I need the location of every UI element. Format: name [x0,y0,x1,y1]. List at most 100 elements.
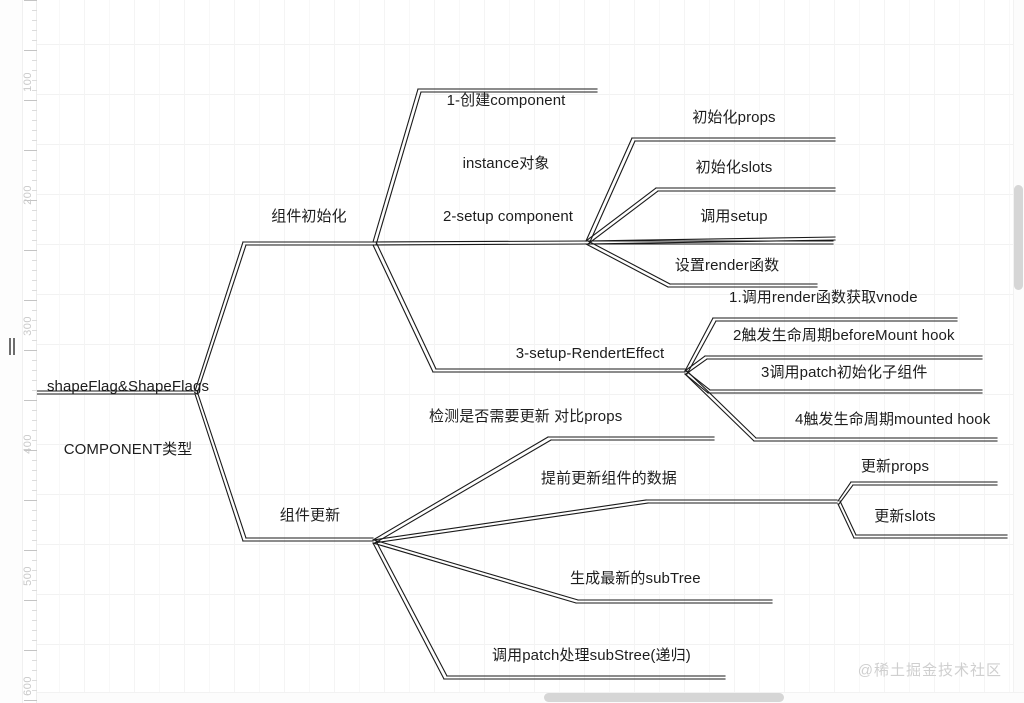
node-setup-component[interactable]: 2-setup component [442,208,574,225]
ruler-tick [32,140,37,141]
node-set-render-function[interactable]: 设置render函数 [674,257,780,274]
ruler-tick [32,330,37,331]
ruler-tick [32,90,37,91]
node-create-component-instance[interactable]: 1-创建component instance对象 [421,48,591,216]
horizontal-scrollbar-thumb[interactable] [544,693,784,702]
ruler-tick [32,230,37,231]
ruler-label: 400 [22,434,34,454]
ruler-tick [32,20,37,21]
ruler-tick [32,620,37,621]
ruler-tick [24,650,37,651]
ruler-tick [32,570,37,571]
ruler-tick [32,430,37,431]
ruler-tick [32,670,37,671]
node-root-line1: shapeFlag&ShapeFlags [46,378,210,395]
node-component-init[interactable]: 组件初始化 [271,208,347,225]
ruler-tick [32,390,37,391]
ruler-tick [32,70,37,71]
ruler-tick [24,150,37,151]
ruler-tick [32,280,37,281]
node-update-slots[interactable]: 更新slots [874,508,936,525]
ruler-tick-marks [23,0,37,703]
node-generate-subtree[interactable]: 生成最新的subTree [570,570,701,587]
ruler-tick [32,270,37,271]
ruler-tick [24,200,37,201]
ruler-tick [32,530,37,531]
ruler-tick [32,30,37,31]
node-patch-subtree[interactable]: 调用patch处理subStree(递归) [492,647,691,664]
ruler-label: 100 [22,72,34,92]
ruler-tick [32,310,37,311]
ruler-tick [24,350,37,351]
ruler-tick [32,120,37,121]
ruler-tick [32,240,37,241]
ruler-scroll-rail[interactable] [0,0,23,703]
node-patch-init-children[interactable]: 3调用patch初始化子组件 [761,364,928,381]
ruler-tick [32,360,37,361]
node-check-need-update[interactable]: 检测是否需要更新 对比props [429,408,623,425]
ruler-tick [32,560,37,561]
ruler-tick [32,540,37,541]
vertical-scrollbar-track[interactable] [1013,0,1024,703]
ruler-tick [24,100,37,101]
ruler-tick [32,640,37,641]
node-pre-update-data[interactable]: 提前更新组件的数据 [541,470,677,487]
ruler-tick [32,180,37,181]
ruler-tick [32,690,37,691]
ruler-tick [32,680,37,681]
ruler-tick [32,490,37,491]
node-init-props[interactable]: 初始化props [692,109,776,126]
ruler-label: 500 [22,566,34,586]
ruler-tick [32,320,37,321]
node-component-update[interactable]: 组件更新 [279,507,341,524]
mindmap-canvas[interactable]: shapeFlag&ShapeFlags COMPONENT类型 组件初始化 组… [37,0,1024,703]
ruler-tick [32,610,37,611]
ruler-tick [24,700,37,701]
ruler-tick [32,520,37,521]
vertical-scrollbar-thumb[interactable] [1014,185,1023,290]
ruler-tick [24,500,37,501]
mindmap-connectors [37,88,1008,680]
ruler-tick [32,630,37,631]
ruler-tick [32,210,37,211]
node-render-get-vnode[interactable]: 1.调用render函数获取vnode [729,289,918,306]
ruler-tick [24,450,37,451]
node-root-line2: COMPONENT类型 [63,441,193,458]
horizontal-scrollbar-track[interactable] [37,692,1024,703]
node-setup-rendereffect[interactable]: 3-setup-RendertEffect [515,345,665,362]
node-create-component-instance-line1: 1-创建component [446,92,566,109]
ruler-tick [32,480,37,481]
ruler-tick [32,580,37,581]
node-call-setup[interactable]: 调用setup [700,208,768,225]
ruler-tick [32,370,37,371]
ruler-tick [24,400,37,401]
ruler-tick [32,290,37,291]
ruler-tick [32,220,37,221]
ruler-tick [32,470,37,471]
ruler-tick [32,110,37,111]
ruler-tick [32,190,37,191]
ruler-tick [32,10,37,11]
node-update-props[interactable]: 更新props [860,458,930,475]
ruler-drag-handle[interactable] [9,338,18,355]
ruler-tick [32,440,37,441]
watermark-text: @稀土掘金技术社区 [857,662,1002,679]
ruler-label: 600 [22,676,34,696]
ruler-tick [32,80,37,81]
ruler-tick [32,130,37,131]
node-before-mount-hook[interactable]: 2触发生命周期beforeMount hook [733,327,955,344]
ruler-tick [24,600,37,601]
ruler-tick [32,60,37,61]
node-mounted-hook[interactable]: 4触发生命周期mounted hook [795,411,991,428]
node-root[interactable]: shapeFlag&ShapeFlags COMPONENT类型 [40,334,216,502]
ruler-tick [32,660,37,661]
ruler-tick [32,420,37,421]
ruler-tick [32,170,37,171]
ruler-label: 200 [22,185,34,205]
ruler-tick [32,410,37,411]
ruler-tick [32,260,37,261]
node-init-slots[interactable]: 初始化slots [695,159,773,176]
ruler-tick [24,50,37,51]
